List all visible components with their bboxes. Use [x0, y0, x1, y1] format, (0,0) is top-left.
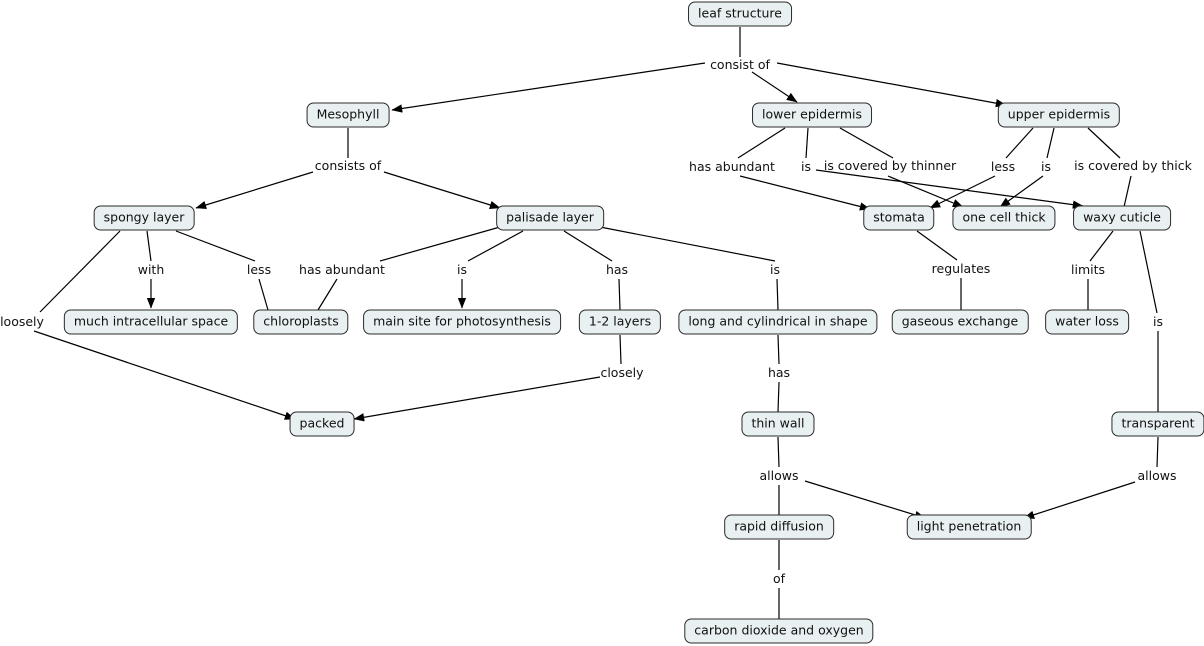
edge-label-limits: limits	[1070, 261, 1106, 277]
node-stomata[interactable]: stomata	[863, 205, 935, 231]
node-one-two-layers[interactable]: 1-2 layers	[578, 309, 662, 335]
node-light-penetration[interactable]: light penetration	[906, 514, 1032, 540]
edge-label-less-upper: less	[990, 158, 1016, 174]
edge-label-with: with	[137, 261, 165, 277]
edge-less-upper-to-stomata	[929, 175, 996, 209]
edge-is-covered-by-thick-to-waxy-cuticle	[1123, 175, 1132, 208]
edge-palisade-layer-to-has-palisade	[563, 230, 613, 262]
node-waxy-cuticle[interactable]: waxy cuticle	[1073, 205, 1171, 231]
node-packed[interactable]: packed	[289, 411, 355, 437]
edge-lower-epidermis-to-has-abundant-lower	[737, 127, 786, 159]
node-lower-epidermis[interactable]: lower epidermis	[752, 102, 872, 128]
edge-loosely-to-packed	[33, 330, 296, 420]
edge-label-has-long: has	[767, 364, 791, 380]
edge-label-has-abundant-lower: has abundant	[689, 158, 775, 174]
edge-upper-epidermis-to-is-upper	[1046, 127, 1055, 159]
edge-has-long-to-thin-wall	[777, 381, 780, 413]
edge-less-spongy-to-chloroplasts	[258, 278, 269, 311]
edge-has-abundant-palisade-to-chloroplasts	[317, 278, 338, 311]
edge-is-upper-to-one-cell-thick	[999, 175, 1044, 208]
edge-label-is-waxy: is	[1153, 313, 1163, 329]
edge-stomata-to-regulates	[916, 230, 958, 261]
edge-has-abundant-lower-to-stomata	[739, 175, 871, 211]
edge-consist-of-to-upper-epidermis	[776, 62, 1007, 108]
edge-transparent-to-allows-transparent	[1156, 436, 1159, 468]
edge-spongy-layer-to-less-spongy	[175, 230, 256, 262]
edge-thin-wall-to-allows-thin-wall	[777, 436, 780, 468]
node-upper-epidermis[interactable]: upper epidermis	[997, 102, 1121, 128]
node-much-intracellular-space[interactable]: much intracellular space	[63, 309, 239, 335]
edge-label-loosely: loosely	[0, 313, 44, 329]
edge-palisade-layer-to-is-palisade	[467, 230, 524, 262]
edge-long-cylindrical-to-has-long	[777, 334, 780, 365]
edge-waxy-cuticle-to-is-waxy	[1139, 230, 1158, 314]
edge-is-lower-to-waxy-cuticle	[815, 169, 1084, 209]
edge-label-is-upper: is	[1041, 158, 1051, 174]
edge-label-regulates: regulates	[931, 260, 991, 276]
edge-spongy-layer-to-with	[146, 230, 152, 262]
node-spongy-layer[interactable]: spongy layer	[93, 205, 195, 231]
node-chloroplasts[interactable]: chloroplasts	[253, 309, 349, 335]
edge-label-is-covered-by-thick: is covered by thick	[1074, 157, 1192, 173]
edge-consists-of-to-palisade-layer	[383, 171, 501, 209]
edge-has-palisade-to-one-two-layers	[618, 278, 621, 311]
node-gaseous-exchange[interactable]: gaseous exchange	[891, 309, 1029, 335]
edge-label-has-palisade: has	[605, 261, 629, 277]
node-mesophyll[interactable]: Mesophyll	[306, 102, 390, 128]
edge-consist-of-to-mesophyll	[391, 62, 706, 113]
node-carbon-dioxide-oxygen[interactable]: carbon dioxide and oxygen	[684, 618, 874, 644]
node-leaf-structure[interactable]: leaf structure	[688, 1, 792, 27]
node-main-site-photosynthesis[interactable]: main site for photosynthesis	[363, 309, 561, 335]
edge-palisade-layer-to-has-abundant-palisade	[379, 226, 501, 262]
node-rapid-diffusion[interactable]: rapid diffusion	[724, 514, 834, 540]
edge-palisade-layer-to-is-palisade-long	[599, 226, 776, 262]
edge-upper-epidermis-to-is-covered-by-thick	[1087, 127, 1121, 159]
node-transparent[interactable]: transparent	[1111, 411, 1204, 437]
edge-upper-epidermis-to-less-upper	[1005, 127, 1034, 159]
edge-one-two-layers-to-closely	[619, 334, 622, 365]
edge-consist-of-to-lower-epidermis	[751, 71, 798, 103]
edge-label-is-palisade: is	[457, 261, 467, 277]
node-thin-wall[interactable]: thin wall	[741, 411, 815, 437]
edge-label-consist-of: consist of	[710, 56, 770, 72]
edge-label-is-lower: is	[801, 158, 811, 174]
edge-lower-epidermis-to-is-covered-by-thinner	[839, 127, 894, 159]
edge-label-is-covered-by-thinner: is covered by thinner	[823, 157, 957, 173]
edge-group	[33, 27, 1159, 619]
node-palisade-layer[interactable]: palisade layer	[496, 205, 604, 231]
edge-closely-to-packed	[353, 376, 601, 422]
edge-label-consists-of: consists of	[314, 157, 382, 173]
edge-label-of: of	[772, 570, 786, 586]
edge-label-allows-thin-wall: allows	[759, 467, 799, 483]
node-long-cylindrical[interactable]: long and cylindrical in shape	[678, 309, 878, 335]
edge-lower-epidermis-to-is-lower	[805, 127, 809, 159]
edge-spongy-layer-to-loosely	[39, 230, 121, 313]
edge-allows-thin-wall-to-light-penetration	[804, 480, 926, 520]
edge-label-closely: closely	[600, 364, 644, 380]
edge-allows-transparent-to-light-penetration	[1023, 481, 1136, 519]
node-water-loss[interactable]: water loss	[1045, 309, 1129, 335]
edge-label-less-spongy: less	[246, 261, 272, 277]
edge-label-allows-transparent: allows	[1137, 467, 1177, 483]
node-one-cell-thick[interactable]: one cell thick	[952, 205, 1056, 231]
edge-label-is-palisade-long: is	[770, 261, 780, 277]
edge-is-palisade-long-to-long-cylindrical	[776, 278, 779, 311]
edge-is-covered-by-thinner-to-one-cell-thick	[887, 175, 964, 208]
edge-consists-of-to-spongy-layer	[195, 171, 314, 210]
edge-label-has-abundant-palisade: has abundant	[299, 261, 385, 277]
edge-waxy-cuticle-to-limits	[1089, 230, 1114, 262]
